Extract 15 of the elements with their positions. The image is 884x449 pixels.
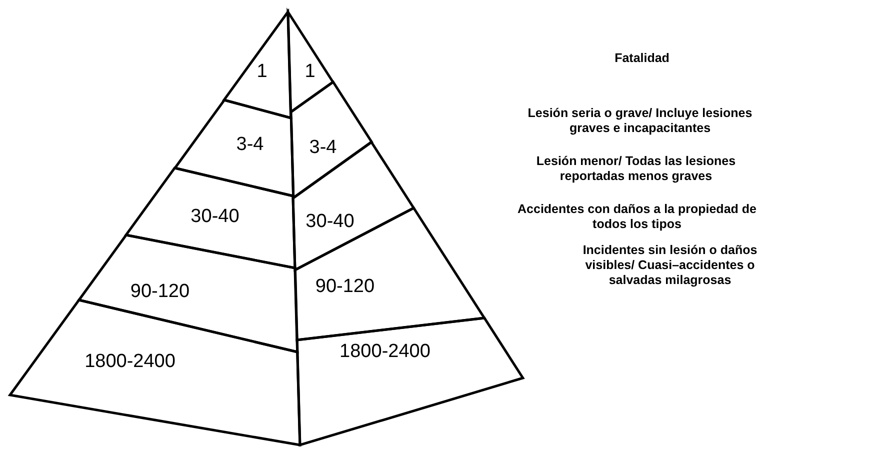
- range-value: 30-40: [190, 206, 240, 228]
- level-description: Lesión seria o grave/ Incluye lesiones graves e incapacitantes: [526, 106, 754, 136]
- level-description: Accidentes con daños a la propiedad de todos los tipos: [516, 202, 758, 232]
- range-value: 1: [304, 61, 316, 83]
- range-value: 1800-2400: [340, 341, 430, 363]
- range-value: 3-4: [309, 137, 337, 159]
- range-value: 90-120: [315, 276, 375, 298]
- range-value: 1800-2400: [84, 351, 176, 373]
- level-description: Incidentes sin lesión o daños visibles/ Cuasi–accidentes o salvadas milagrosas: [582, 243, 758, 288]
- level-description: Lesión menor/ Todas las lesiones reportadas menos graves: [535, 154, 737, 184]
- range-value: 1: [256, 61, 268, 83]
- range-value: 30-40: [306, 211, 354, 233]
- level-description: Fatalidad: [614, 51, 670, 66]
- range-value: 3-4: [236, 134, 264, 156]
- range-value: 90-120: [130, 281, 190, 303]
